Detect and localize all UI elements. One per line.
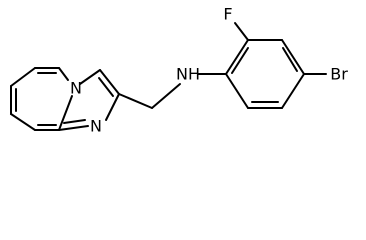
atom-label-n-ring: N [90, 117, 102, 136]
bond-c9-nring [105, 93, 120, 121]
bond-c9-ch2 [118, 93, 153, 109]
bond-c5-c4 [10, 67, 36, 87]
bond-c2p-f [234, 22, 249, 41]
bond-c3p-c4p-double [282, 47, 298, 72]
bond-c2p-c1p-double [231, 47, 249, 74]
molecule-canvas: N N NH F Br [10, 5, 348, 136]
bond-c1-nbridge [58, 95, 73, 131]
methylene-linker [118, 83, 181, 109]
benzene-ring [197, 22, 327, 109]
bond-nring-c1 [58, 125, 89, 131]
atom-label-bromine: Br [330, 65, 348, 84]
bond-c3p-c4p [281, 39, 305, 75]
bond-c4p-c5p [281, 73, 305, 109]
atom-label-fluorine: F [223, 5, 232, 24]
atom-label-n-bridge: N [70, 79, 82, 98]
bond-c8-c9 [99, 69, 120, 95]
bond-c3-c2 [10, 113, 36, 131]
molecule-structure: N N NH F Br [10, 5, 348, 136]
bond-c8-c9-double [98, 77, 114, 97]
bond-c6p-c1p [225, 73, 249, 109]
bond-nbridge-c8 [79, 69, 101, 85]
bond-nring-c1-double [63, 119, 86, 124]
bond-ch2-nh [151, 83, 181, 109]
imidazole-ring [58, 69, 120, 131]
bond-c1p-c2p [225, 39, 249, 75]
atom-label-nh: NH [176, 65, 200, 84]
bond-c6-nbridge [58, 67, 69, 81]
pyridine-ring [10, 67, 73, 131]
